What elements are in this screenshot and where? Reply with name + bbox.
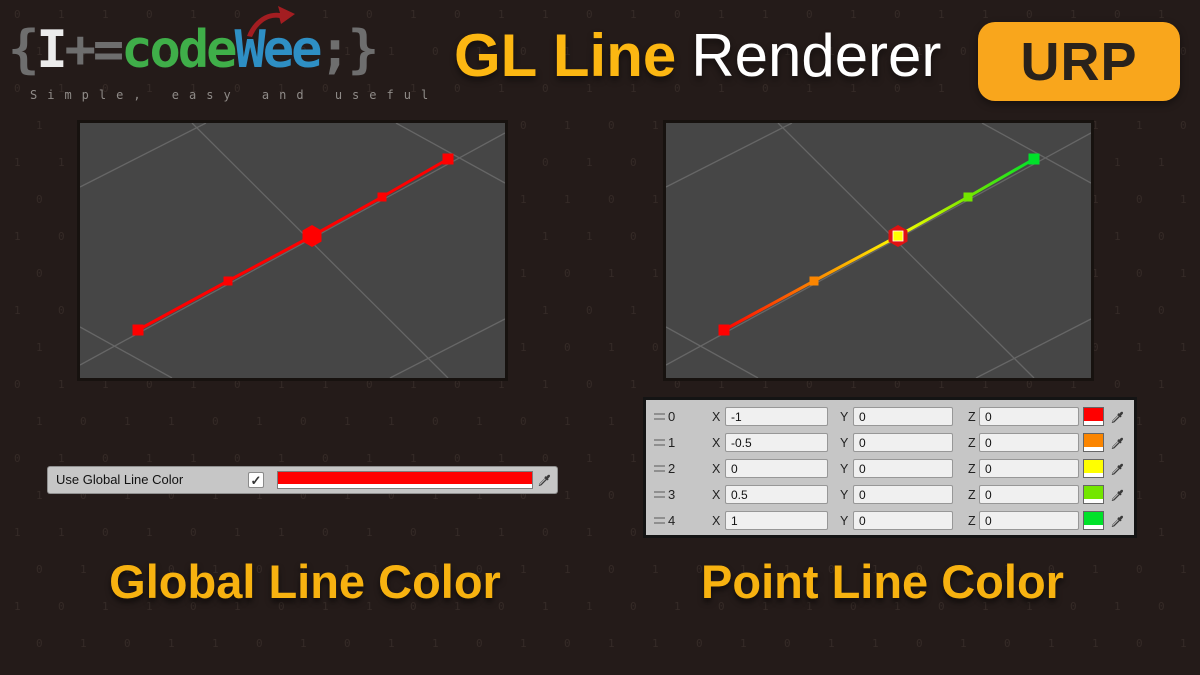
row-index: 2 bbox=[668, 461, 676, 476]
checkmark-icon: ✓ bbox=[250, 472, 262, 488]
alpha-strip bbox=[1084, 499, 1103, 503]
z-input[interactable] bbox=[979, 407, 1079, 426]
logo-semicolon: ; bbox=[319, 20, 350, 80]
logo-code: code bbox=[121, 20, 237, 80]
logo-wee: Wee bbox=[234, 20, 322, 80]
z-axis-label: Z bbox=[968, 514, 976, 528]
y-input[interactable] bbox=[853, 459, 953, 478]
logo-brace-close: } bbox=[347, 20, 379, 80]
x-axis-label: X bbox=[712, 436, 721, 450]
row-index: 3 bbox=[668, 487, 676, 502]
point-color-swatch[interactable] bbox=[1083, 511, 1104, 530]
x-input[interactable] bbox=[725, 433, 828, 452]
use-global-line-color-checkbox[interactable]: ✓ bbox=[248, 472, 264, 488]
y-axis-label: Y bbox=[840, 488, 849, 502]
color-value bbox=[278, 472, 532, 484]
y-input[interactable] bbox=[853, 511, 953, 530]
alpha-strip bbox=[278, 484, 532, 488]
eyedropper-icon[interactable] bbox=[1110, 410, 1124, 424]
scene-view-point-line[interactable] bbox=[666, 123, 1091, 378]
drag-handle-icon[interactable] bbox=[654, 413, 665, 420]
color-value bbox=[1084, 512, 1103, 525]
y-axis-label: Y bbox=[840, 436, 849, 450]
color-value bbox=[1084, 434, 1103, 447]
z-axis-label: Z bbox=[968, 488, 976, 502]
row-index: 0 bbox=[668, 409, 676, 424]
drag-handle-icon[interactable] bbox=[654, 491, 665, 498]
point-color-swatch[interactable] bbox=[1083, 459, 1104, 478]
y-axis-label: Y bbox=[840, 410, 849, 424]
y-axis-label: Y bbox=[840, 462, 849, 476]
eyedropper-icon[interactable] bbox=[537, 473, 551, 487]
table-row: 2 X Y Z bbox=[646, 456, 1134, 482]
logo-brace-open: { bbox=[8, 20, 39, 80]
y-input[interactable] bbox=[853, 407, 953, 426]
brand-tagline: Simple, easy and useful bbox=[30, 88, 439, 102]
x-input[interactable] bbox=[725, 459, 828, 478]
brand-logo: {I+=codeWee;} bbox=[8, 20, 379, 80]
z-axis-label: Z bbox=[968, 410, 976, 424]
x-axis-label: X bbox=[712, 488, 721, 502]
eyedropper-icon[interactable] bbox=[1110, 462, 1124, 476]
color-value bbox=[1084, 460, 1103, 473]
arrow-icon bbox=[247, 6, 295, 37]
scene-view-global-line[interactable] bbox=[80, 123, 505, 378]
title-accent: GL Line bbox=[454, 22, 677, 89]
logo-operator: += bbox=[64, 20, 125, 80]
eyedropper-icon[interactable] bbox=[1110, 436, 1124, 450]
table-row: 0 X Y Z bbox=[646, 404, 1134, 430]
z-input[interactable] bbox=[979, 485, 1079, 504]
z-input[interactable] bbox=[979, 433, 1079, 452]
color-value bbox=[1084, 408, 1103, 421]
drag-handle-icon[interactable] bbox=[654, 517, 665, 524]
z-input[interactable] bbox=[979, 459, 1079, 478]
caption-global-line-color: Global Line Color bbox=[109, 555, 501, 608]
x-axis-label: X bbox=[712, 462, 721, 476]
urp-badge: URP bbox=[978, 22, 1180, 101]
drag-handle-icon[interactable] bbox=[654, 465, 665, 472]
row-index: 1 bbox=[668, 435, 676, 450]
row-index: 4 bbox=[668, 513, 676, 528]
table-row: 3 X Y Z bbox=[646, 482, 1134, 508]
points-table: 0 X Y Z 1 X Y Z bbox=[643, 397, 1137, 538]
logo-identifier: I bbox=[36, 20, 67, 80]
eyedropper-icon[interactable] bbox=[1110, 488, 1124, 502]
y-input[interactable] bbox=[853, 433, 953, 452]
x-input[interactable] bbox=[725, 407, 828, 426]
alpha-strip bbox=[1084, 473, 1103, 477]
drag-handle-icon[interactable] bbox=[654, 439, 665, 446]
x-axis-label: X bbox=[712, 410, 721, 424]
title-rest: Renderer bbox=[691, 22, 942, 89]
caption-point-line-color: Point Line Color bbox=[701, 555, 1064, 608]
use-global-line-color-label: Use Global Line Color bbox=[56, 472, 184, 487]
table-row: 4 X Y Z bbox=[646, 508, 1134, 534]
point-color-swatch[interactable] bbox=[1083, 433, 1104, 452]
x-input[interactable] bbox=[725, 511, 828, 530]
z-axis-label: Z bbox=[968, 462, 976, 476]
point-color-swatch[interactable] bbox=[1083, 407, 1104, 426]
alpha-strip bbox=[1084, 525, 1103, 529]
z-axis-label: Z bbox=[968, 436, 976, 450]
global-color-field[interactable] bbox=[277, 471, 533, 489]
z-input[interactable] bbox=[979, 511, 1079, 530]
color-value bbox=[1084, 486, 1103, 499]
point-color-swatch[interactable] bbox=[1083, 485, 1104, 504]
table-row: 1 X Y Z bbox=[646, 430, 1134, 456]
y-input[interactable] bbox=[853, 485, 953, 504]
x-axis-label: X bbox=[712, 514, 721, 528]
y-axis-label: Y bbox=[840, 514, 849, 528]
eyedropper-icon[interactable] bbox=[1110, 514, 1124, 528]
page-title: GL Line Renderer bbox=[454, 24, 941, 87]
global-color-inspector-row: Use Global Line Color ✓ bbox=[48, 467, 557, 493]
x-input[interactable] bbox=[725, 485, 828, 504]
alpha-strip bbox=[1084, 447, 1103, 451]
alpha-strip bbox=[1084, 421, 1103, 425]
